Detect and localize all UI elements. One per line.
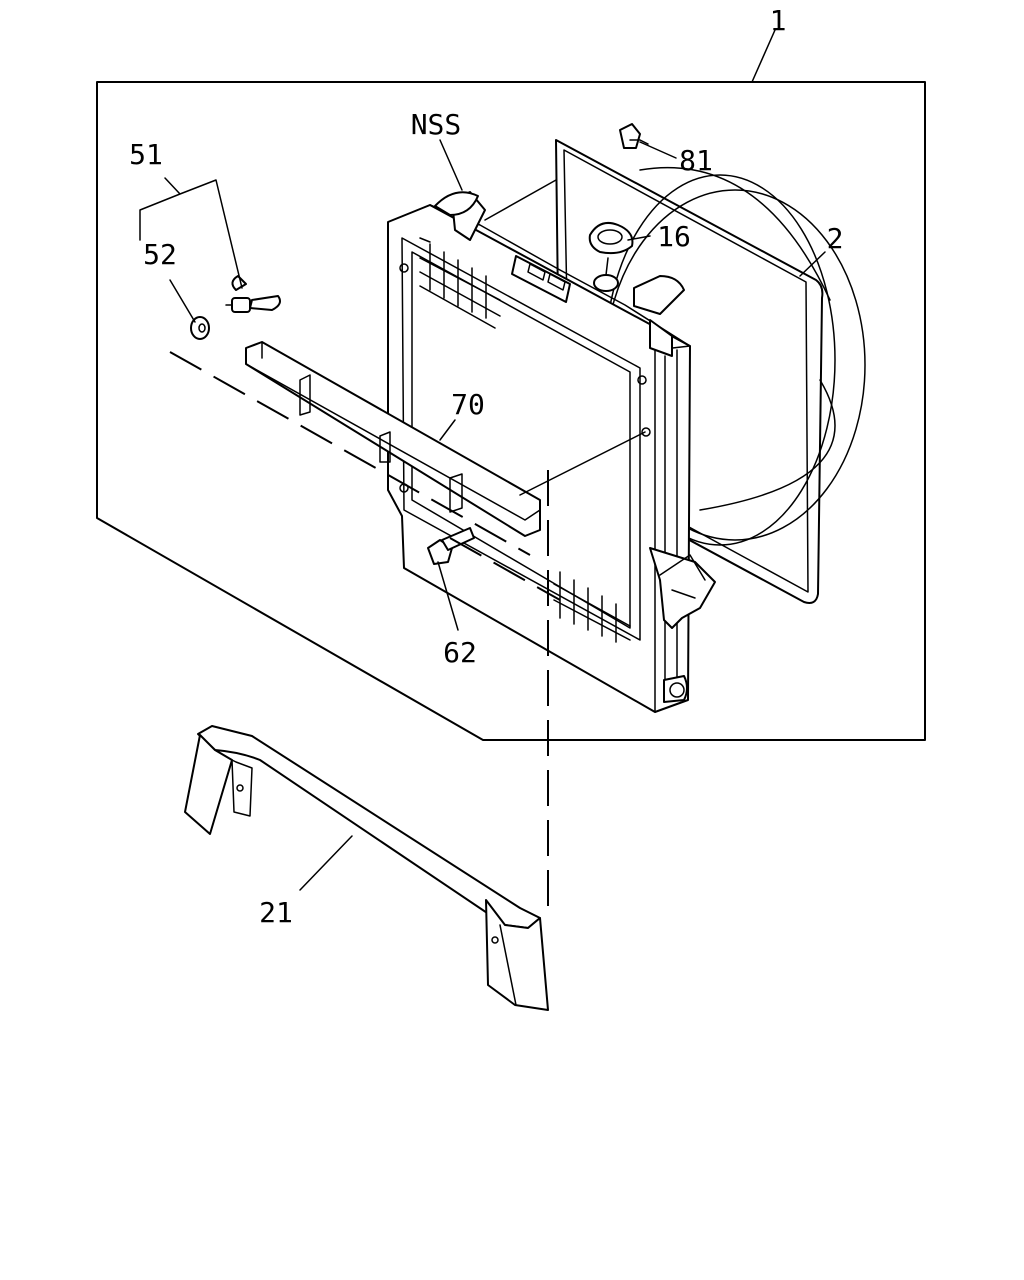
leader-1 — [751, 29, 776, 83]
callout-16: 16 — [657, 220, 691, 253]
dashed-line-bolt — [449, 537, 561, 601]
leader-21 — [299, 835, 353, 891]
radiator-cap — [588, 222, 634, 292]
lower-bracket-21 — [184, 725, 549, 1011]
callout-51: 51 — [129, 138, 163, 171]
shroud-link-line — [484, 179, 557, 221]
mount-line — [519, 431, 646, 496]
leader-2 — [799, 251, 826, 277]
stay-70 — [245, 341, 541, 537]
dashed-line-washer — [169, 351, 531, 556]
callout-nss: NSS — [411, 108, 462, 141]
leader-nss — [439, 139, 463, 191]
leader-51 — [139, 177, 243, 289]
leader-70 — [439, 419, 456, 441]
callout-2: 2 — [827, 222, 844, 255]
leader-62 — [437, 561, 459, 631]
assembly-boundary — [96, 81, 926, 741]
leader-52 — [169, 279, 196, 323]
callout-21: 21 — [259, 896, 293, 929]
callout-1: 1 — [770, 4, 787, 37]
wing-bolt — [225, 275, 281, 313]
callout-62: 62 — [443, 636, 477, 669]
callout-81: 81 — [679, 144, 713, 177]
leader-81 — [639, 141, 677, 159]
callout-52: 52 — [143, 238, 177, 271]
clip-81 — [619, 123, 649, 149]
bolt-62 — [427, 527, 475, 565]
callout-70: 70 — [451, 388, 485, 421]
radiator — [387, 191, 716, 713]
leader-16 — [627, 235, 651, 241]
